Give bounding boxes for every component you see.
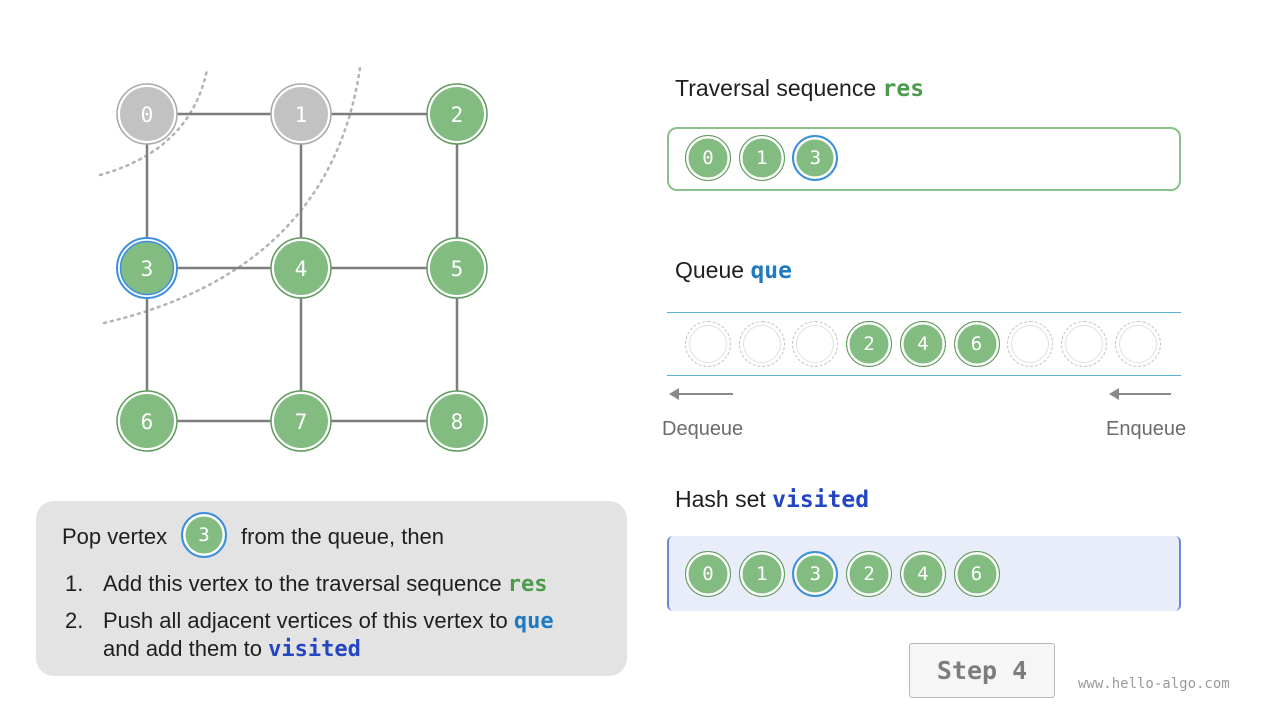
dequeue-arrow-icon <box>669 388 733 400</box>
graph-node-6 <box>120 394 174 448</box>
queue-item-5: 6 <box>953 321 1000 367</box>
queue-item-8 <box>1114 321 1161 367</box>
queue-item-0 <box>685 321 731 367</box>
graph-node-7 <box>274 394 328 448</box>
graph-diagram: 0 1 2 3 4 5 6 7 8 <box>98 66 488 452</box>
info-item2: Push all adjacent vertices of this verte… <box>103 608 554 634</box>
graph-node-label-4: 4 <box>295 257 308 281</box>
info-item2-line2-code: visited <box>268 637 361 662</box>
queue-title-code: que <box>750 258 792 284</box>
graph-node-label-2: 2 <box>451 103 464 127</box>
visited-item-1: 1 <box>738 551 785 597</box>
info-line1-before: Pop vertex <box>62 524 168 549</box>
dequeue-label: Dequeue <box>662 418 744 440</box>
info-item1-text: Add this vertex to the traversal sequenc… <box>103 571 508 596</box>
graph-node-8 <box>430 394 484 448</box>
info-item2-line2-text: and add them to <box>103 636 269 661</box>
graph-node-2 <box>430 87 484 141</box>
visited-item-4: 4 <box>899 551 946 597</box>
queue-top-border <box>667 312 1181 313</box>
queue-title-text: Queue <box>675 257 751 283</box>
graph-node-4 <box>274 241 328 295</box>
visited-title-text: Hash set <box>675 486 773 512</box>
graph-node-label-1: 1 <box>295 103 308 127</box>
enqueue-label: Enqueue <box>1106 418 1187 440</box>
queue-bottom-border <box>667 375 1181 376</box>
graph-node-label-6: 6 <box>141 410 154 434</box>
info-vertex-circle: 3 <box>181 512 227 558</box>
res-title-code: res <box>882 76 925 102</box>
visited-item-5: 6 <box>953 551 1000 597</box>
res-item-1: 1 <box>738 135 785 181</box>
graph-node-3 <box>119 240 175 296</box>
res-section-title: Traversal sequence res <box>675 75 924 102</box>
info-vertex-label: 3 <box>198 524 210 546</box>
graph-node-label-5: 5 <box>451 257 464 281</box>
graph-node-label-3: 3 <box>141 257 154 281</box>
queue-item-2 <box>792 321 839 367</box>
queue-item-3: 2 <box>846 321 893 367</box>
graph-node-0 <box>120 87 174 141</box>
visited-item-0: 0 <box>685 551 731 597</box>
frontier-arc-inner <box>98 68 209 177</box>
graph-node-label-8: 8 <box>451 410 464 434</box>
info-item2-text: Push all adjacent vertices of this verte… <box>103 608 514 633</box>
info-line1-after: from the queue, then <box>241 524 445 549</box>
queue-item-6 <box>1007 321 1054 367</box>
visited-title-code: visited <box>772 487 870 513</box>
res-item-0: 0 <box>685 135 731 181</box>
res-item-2: 3 <box>792 135 839 181</box>
graph-node-1 <box>274 87 328 141</box>
visited-item-2: 3 <box>792 551 839 597</box>
queue-section-title: Queue que <box>675 257 792 284</box>
enqueue-arrow-icon <box>1109 388 1171 400</box>
info-item2-number: 2. <box>65 608 84 633</box>
step-button[interactable]: Step 4 <box>909 643 1055 698</box>
info-panel <box>36 501 627 676</box>
info-item2-line2: and add them to visited <box>103 636 361 662</box>
res-title-text: Traversal sequence <box>675 75 883 101</box>
graph-node-label-0: 0 <box>141 103 154 127</box>
queue-item-7 <box>1060 321 1107 367</box>
info-item1-number: 1. <box>65 571 84 596</box>
graph-node-5 <box>430 241 484 295</box>
info-item1-code: res <box>507 572 548 597</box>
watermark: www.hello-algo.com <box>1078 676 1230 692</box>
info-item1: Add this vertex to the traversal sequenc… <box>103 571 548 597</box>
queue-item-4: 4 <box>899 321 946 367</box>
graph-node-label-7: 7 <box>295 410 308 434</box>
visited-item-3: 2 <box>846 551 893 597</box>
queue-item-1 <box>738 321 785 367</box>
visited-section-title: Hash set visited <box>675 486 869 513</box>
info-item2-code: que <box>513 609 554 634</box>
